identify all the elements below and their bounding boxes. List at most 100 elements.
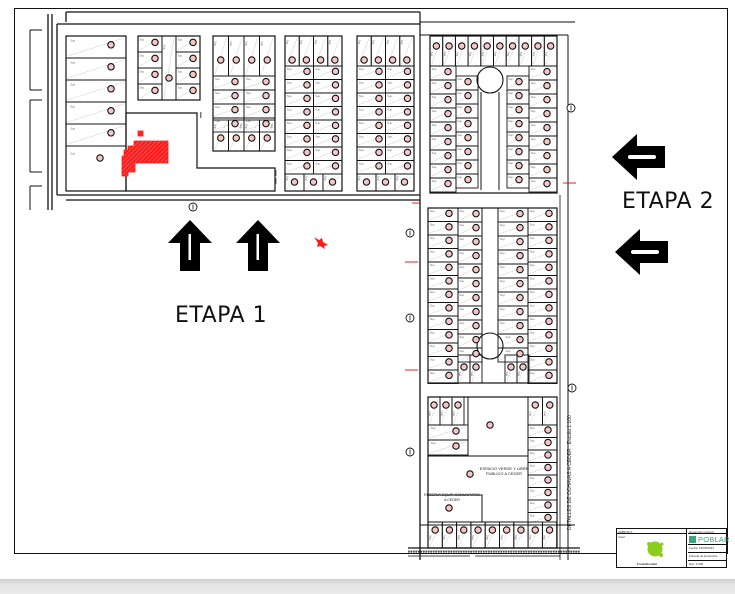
lot-marker: [303, 81, 311, 89]
lot-area-label: Sup.: [443, 52, 447, 58]
lot-marker: [331, 94, 340, 103]
lot-area-label: Sup.: [500, 535, 504, 541]
lot-marker: [488, 526, 497, 534]
lot-marker: [360, 56, 368, 64]
lot-marker: [472, 279, 480, 288]
lot-dimension-line: [358, 121, 384, 132]
lot-dimension-line: [529, 358, 556, 369]
lot-marker: [545, 209, 553, 218]
lot-marker: [445, 223, 453, 231]
lot-area-label: Sup.: [500, 251, 506, 255]
lot-area-label: Sup.: [457, 77, 463, 81]
lot-area-label: Sup.: [531, 123, 537, 127]
lot-marker: [431, 526, 439, 534]
lot-area-label: Sup.: [530, 263, 536, 267]
lot-marker: [444, 165, 452, 174]
lot-marker: [472, 335, 480, 344]
lot-area-label: Sup.: [508, 91, 514, 95]
lot-marker: [232, 56, 241, 64]
lot-dimension-line: [544, 523, 555, 547]
lot-dimension-line: [530, 165, 556, 177]
lot-area-label: Sup.: [359, 94, 365, 98]
lot-marker: [189, 54, 197, 63]
lot-dimension-line: [286, 94, 312, 105]
lot-marker: [515, 119, 523, 128]
lot-dimension-line: [429, 523, 441, 547]
lot-marker: [444, 95, 452, 104]
lot-marker: [375, 148, 383, 157]
lot-marker: [507, 363, 515, 371]
lot-marker: [516, 321, 524, 330]
lot-area-label: Sup.: [432, 151, 438, 155]
lot-area-label: Sup.: [456, 52, 460, 58]
lot-area-label: Sup.: [500, 209, 506, 213]
lot-marker: [262, 119, 270, 128]
lot-area-label: Sup.: [494, 52, 498, 58]
lot-area-label: Sup.: [530, 276, 536, 280]
lot-dimension-line: [544, 398, 556, 424]
lot-dimension-line: [387, 148, 413, 159]
lot-marker: [496, 42, 504, 50]
lot-area-label: Sup.: [387, 121, 393, 125]
lot-marker: [472, 251, 480, 260]
lot-marker: [444, 123, 452, 132]
lot-marker: [464, 133, 472, 142]
existing-building: [121, 140, 169, 177]
lot-marker: [545, 223, 553, 231]
viewer-bottom-bar: [0, 579, 735, 594]
lot-marker: [375, 108, 383, 116]
lot-marker: [531, 526, 539, 534]
lot-marker: [231, 91, 239, 100]
lot-marker: [452, 427, 460, 435]
lot-area-label: Sup.: [287, 121, 293, 125]
lot-dimension-line: [67, 37, 125, 57]
lot-marker: [331, 108, 340, 116]
lot-dimension-line: [387, 135, 413, 146]
lot-marker: [445, 290, 453, 299]
lot-dimension-line: [387, 94, 413, 105]
lot-area-label: Sup.: [430, 330, 436, 334]
lot-area-label: Sup.: [400, 40, 404, 46]
lot-dimension-line: [458, 523, 470, 547]
lot-dimension-line: [315, 37, 326, 65]
lot-marker: [309, 178, 318, 186]
lot-marker: [545, 290, 553, 299]
lot-marker: [464, 119, 472, 128]
lot-marker: [516, 209, 524, 218]
lot-marker: [474, 526, 482, 534]
lot-marker: [445, 317, 453, 326]
lot-marker: [515, 161, 523, 170]
lot-area-label: Sup.: [432, 81, 438, 85]
lot-dimension-line: [358, 108, 384, 119]
lot-area-label: Sup.: [457, 91, 463, 95]
lot-area-label: Sup.: [285, 40, 289, 46]
lot-marker: [445, 42, 453, 50]
extras-layer: [121, 103, 577, 457]
lot-dimension-line: [315, 121, 341, 132]
lot-dimension-line: [315, 94, 341, 105]
lot-marker: [544, 426, 552, 434]
lot-area-label: Sup.: [428, 535, 432, 541]
lot-dimension-line: [529, 263, 556, 274]
lot-marker: [403, 108, 412, 116]
lot-marker: [544, 501, 552, 509]
lot: [322, 173, 343, 192]
lot-marker: [544, 451, 552, 459]
lot-dimension-line: [529, 523, 541, 547]
lot-marker: [316, 56, 325, 64]
lot-area-label: Sup.: [246, 105, 252, 109]
lot-marker: [543, 137, 551, 146]
lot-area-label: Sup.: [430, 357, 436, 361]
lot-area-label: Sup.: [315, 80, 321, 84]
lot-area-label: Sup.: [432, 67, 438, 71]
lot-marker: [546, 42, 555, 50]
lot-area-label: Sup.: [530, 426, 536, 430]
lot-area-label: Sup.: [519, 52, 523, 58]
lot-dimension-line: [286, 37, 298, 65]
lot-marker: [303, 108, 311, 116]
lot-area-label: Sup.: [470, 372, 474, 378]
street-tick: [200, 112, 202, 118]
lot-marker: [303, 94, 311, 103]
lot-marker: [362, 178, 371, 186]
lot-area-label: Sup.: [471, 535, 475, 541]
